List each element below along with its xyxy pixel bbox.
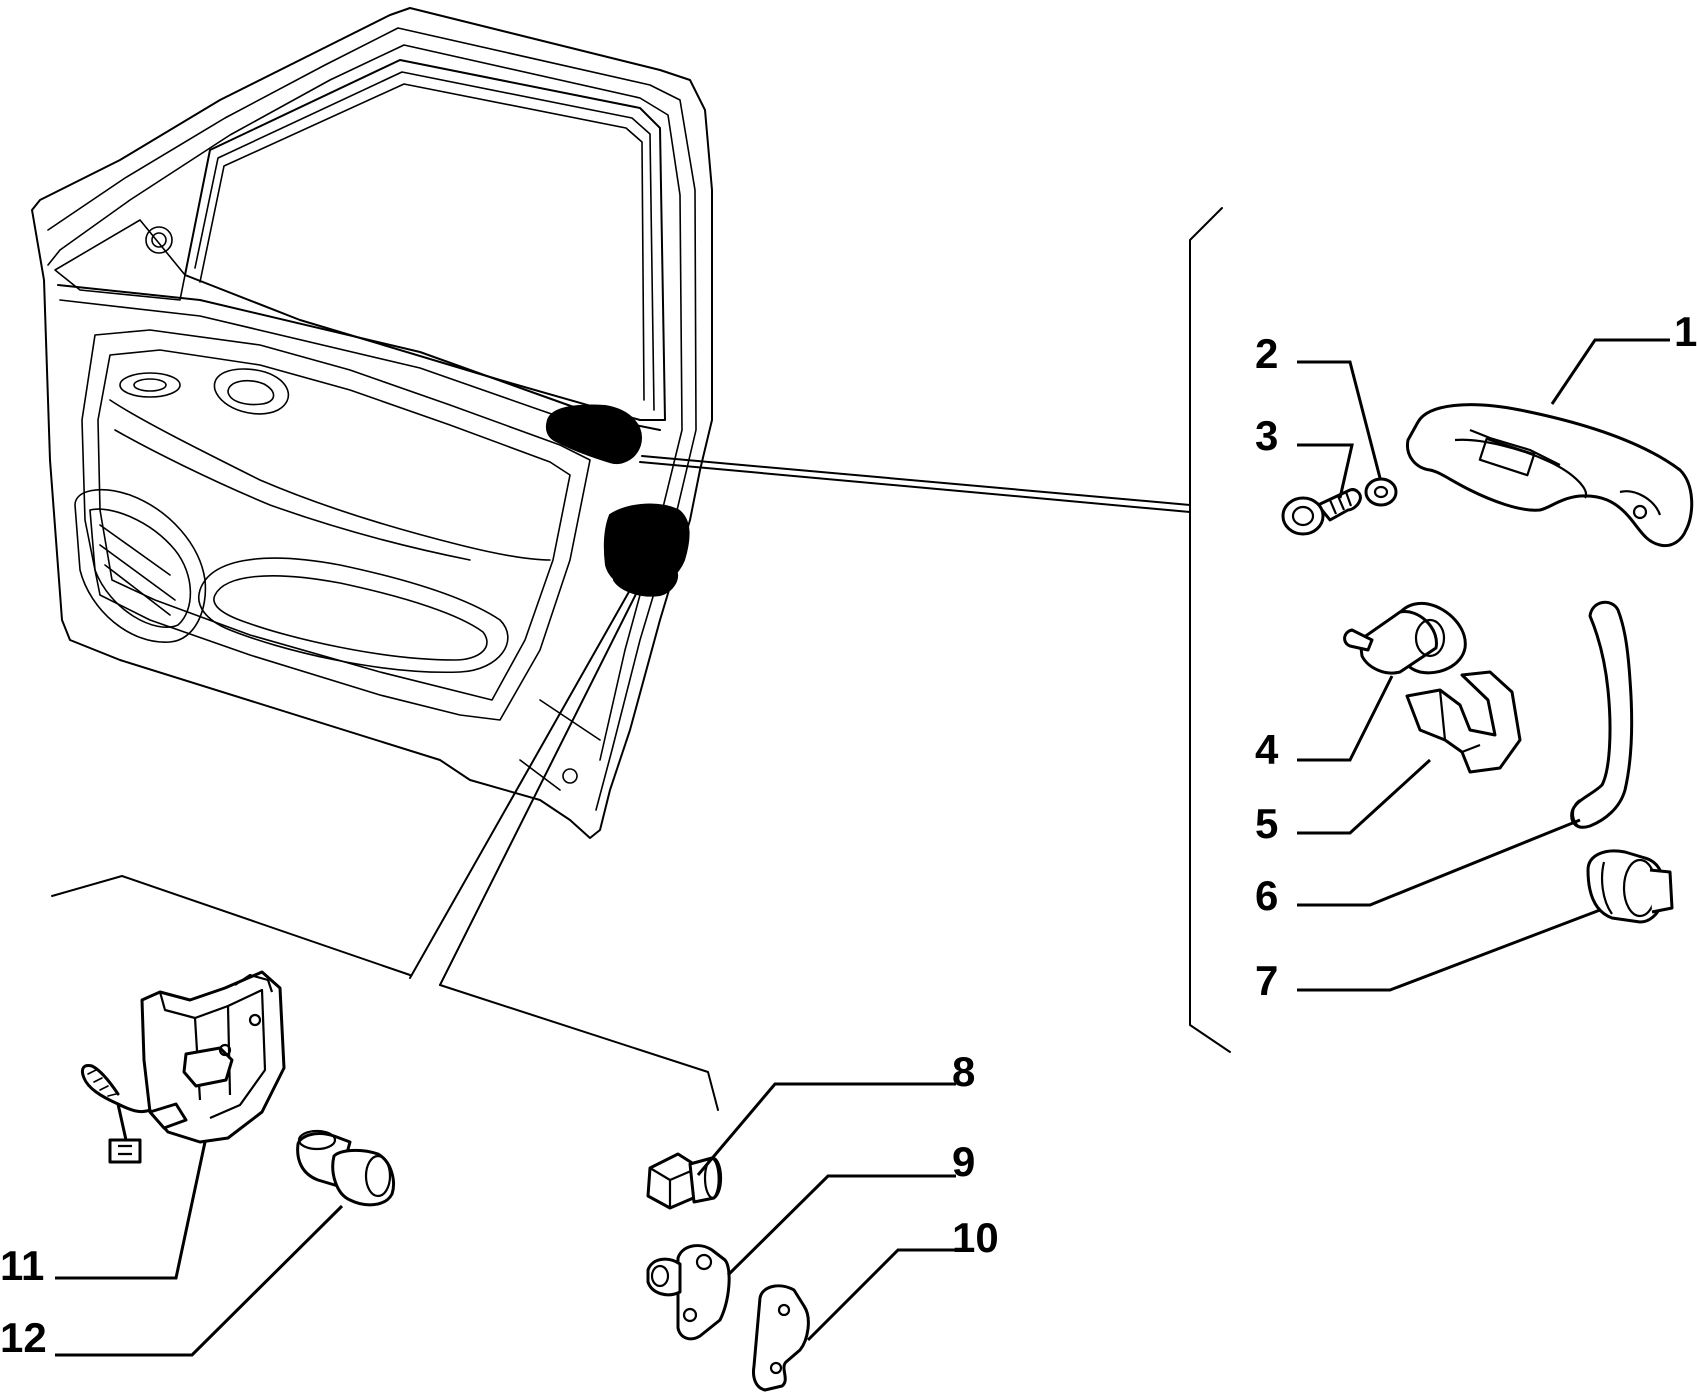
callout-8: 8 xyxy=(952,1048,975,1095)
part-3-screw xyxy=(1281,488,1362,536)
callout-6: 6 xyxy=(1255,872,1278,919)
leader-lines xyxy=(55,338,1670,1357)
callout-2: 2 xyxy=(1255,330,1278,377)
part-7-bushing xyxy=(1586,849,1674,924)
callout-1: 1 xyxy=(1674,308,1697,355)
part-5-clip xyxy=(1405,670,1522,774)
part-4-lock-cylinder xyxy=(1343,601,1467,675)
callout-7: 7 xyxy=(1255,957,1278,1004)
callout-4: 4 xyxy=(1255,726,1279,773)
part-10-plate xyxy=(752,1284,810,1392)
callout-labels: 1 2 3 4 5 6 7 8 9 10 11 12 xyxy=(0,308,1697,1361)
part-6-rod xyxy=(1570,600,1634,829)
callout-3: 3 xyxy=(1255,412,1278,459)
callout-5: 5 xyxy=(1255,800,1278,847)
part-9-striker xyxy=(646,1244,731,1341)
door-illustration xyxy=(31,7,713,839)
part-2-washer xyxy=(1364,477,1398,507)
part-11-door-latch xyxy=(80,970,286,1164)
part-12-spacer xyxy=(296,1129,395,1207)
bracket-lines xyxy=(51,207,1231,1111)
callout-11: 11 xyxy=(0,1242,44,1289)
part-1-door-handle xyxy=(1405,403,1694,548)
callout-12: 12 xyxy=(0,1314,47,1361)
callout-10: 10 xyxy=(952,1214,999,1261)
callout-9: 9 xyxy=(952,1138,975,1185)
part-8-hex-bolt xyxy=(646,1152,723,1210)
